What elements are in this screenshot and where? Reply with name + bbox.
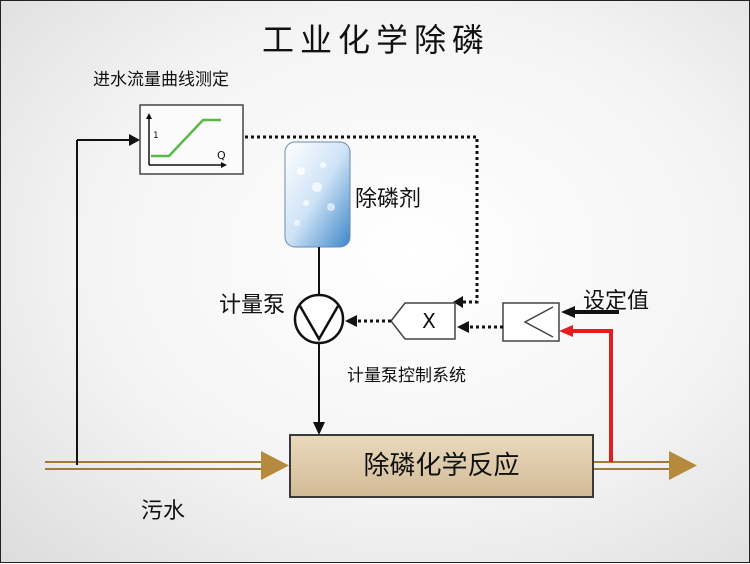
controller-block xyxy=(502,302,560,342)
feedback-line xyxy=(559,325,613,462)
effluent-pipe xyxy=(593,451,697,480)
flow-curve-label: 进水流量曲线测定 xyxy=(93,70,229,90)
sewage-inlet-pipe xyxy=(45,451,289,480)
dosing-agent-label: 除磷剂 xyxy=(355,187,422,212)
flow-curve-y-tick: 1 xyxy=(153,131,159,141)
pump-control-label: 计量泵控制系统 xyxy=(347,366,466,386)
multiplier-block xyxy=(390,302,456,340)
page-title: 工业化学除磷 xyxy=(261,21,490,59)
setpoint-label: 设定值 xyxy=(583,289,650,314)
flow-to-multiplier-dotted xyxy=(245,135,479,308)
sewage-label: 污水 xyxy=(141,499,186,524)
reaction-tank-label: 除磷化学反应 xyxy=(363,451,520,481)
dosing-line xyxy=(313,343,325,435)
metering-pump-symbol xyxy=(293,293,345,345)
flow-curve-line xyxy=(151,118,221,158)
dosing-agent-tank xyxy=(284,141,351,248)
flow-curve-x-axis-label: Q xyxy=(217,149,226,162)
multiplier-label: X xyxy=(422,309,436,333)
metering-pump-label: 计量泵 xyxy=(219,293,286,318)
controller-to-multiplier-dotted xyxy=(457,321,503,333)
setpoint-line xyxy=(561,306,619,318)
reaction-tank xyxy=(289,434,594,498)
flow-signal-line xyxy=(76,134,140,465)
flow-curve-box xyxy=(139,104,244,175)
multiplier-to-pump-dotted xyxy=(345,315,391,327)
